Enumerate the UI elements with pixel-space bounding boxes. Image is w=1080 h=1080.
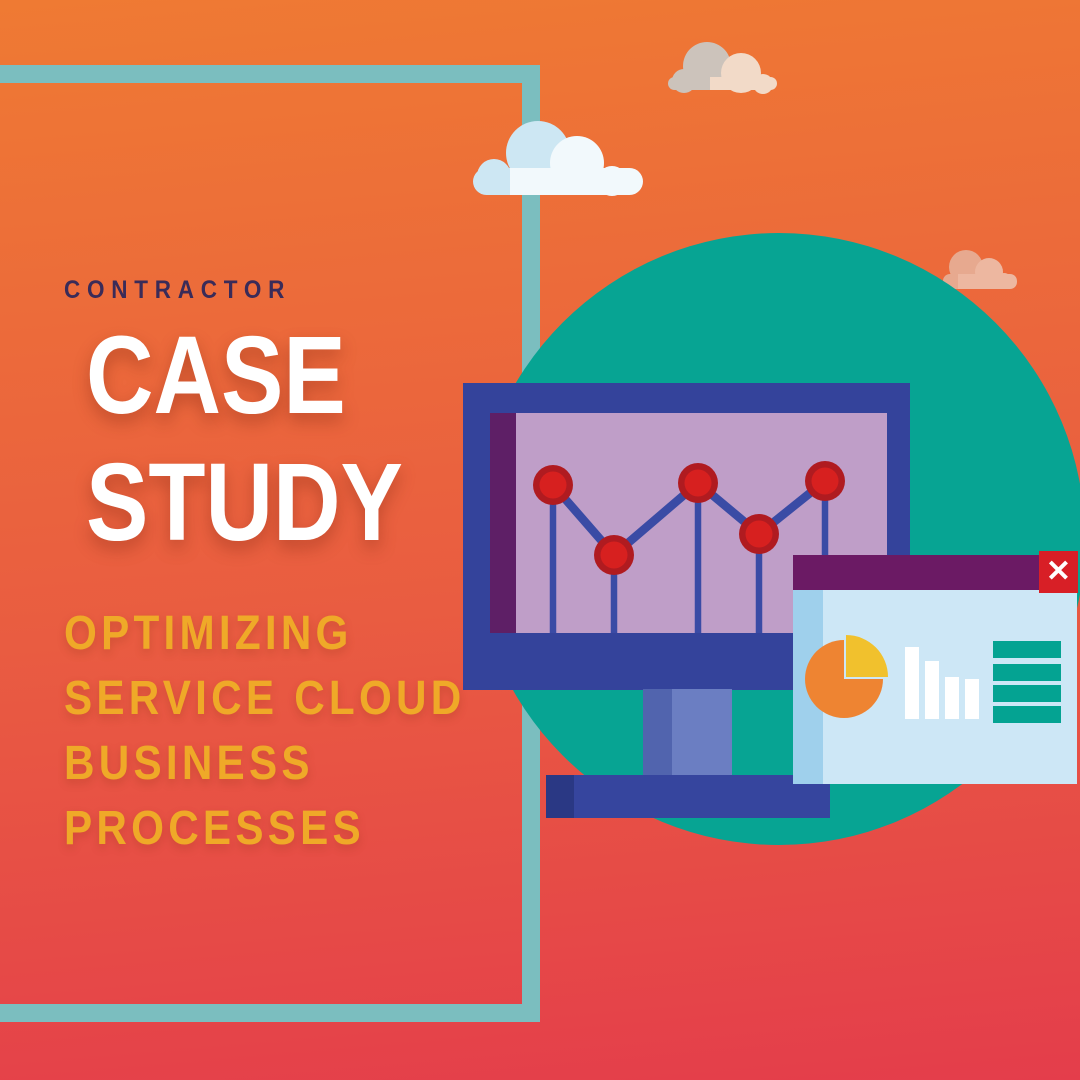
mini-bar — [925, 661, 939, 719]
subtitle-line: BUSINESS — [64, 737, 314, 790]
mini-bar — [945, 677, 959, 719]
list-line — [993, 641, 1061, 658]
close-icon: ✕ — [1045, 555, 1072, 588]
mini-bar — [905, 647, 919, 719]
cloud-base — [958, 274, 1017, 289]
subtitle-line: OPTIMIZING — [64, 607, 353, 660]
lollipop-line-chart — [533, 461, 845, 633]
title-line-1: CASE — [86, 314, 346, 437]
subtitle: OPTIMIZING SERVICE CLOUD BUSINESS PROCES… — [64, 601, 466, 861]
popup-window-titlebar — [793, 555, 1077, 590]
title-line-2: STUDY — [86, 441, 403, 564]
cloud-base — [510, 168, 643, 195]
eyebrow-label: CONTRACTOR — [64, 276, 292, 304]
page-title: CASE STUDY — [86, 312, 403, 566]
list-line — [993, 706, 1061, 723]
mini-bar — [965, 679, 979, 719]
monitor-stand-neck — [672, 689, 732, 776]
monitor-stand-neck-shadow — [643, 689, 672, 776]
list-line — [993, 664, 1061, 681]
list-line — [993, 685, 1061, 702]
subtitle-line: PROCESSES — [64, 802, 365, 855]
subtitle-line: SERVICE CLOUD — [64, 672, 466, 725]
close-button[interactable]: ✕ — [1039, 551, 1078, 593]
monitor-stand-base — [546, 775, 830, 818]
cloud-base — [710, 77, 777, 90]
screen-sidebar-strip — [490, 413, 516, 633]
popup-analytics-window: ✕ — [793, 551, 1078, 784]
monitor-stand-base-end — [546, 775, 574, 818]
